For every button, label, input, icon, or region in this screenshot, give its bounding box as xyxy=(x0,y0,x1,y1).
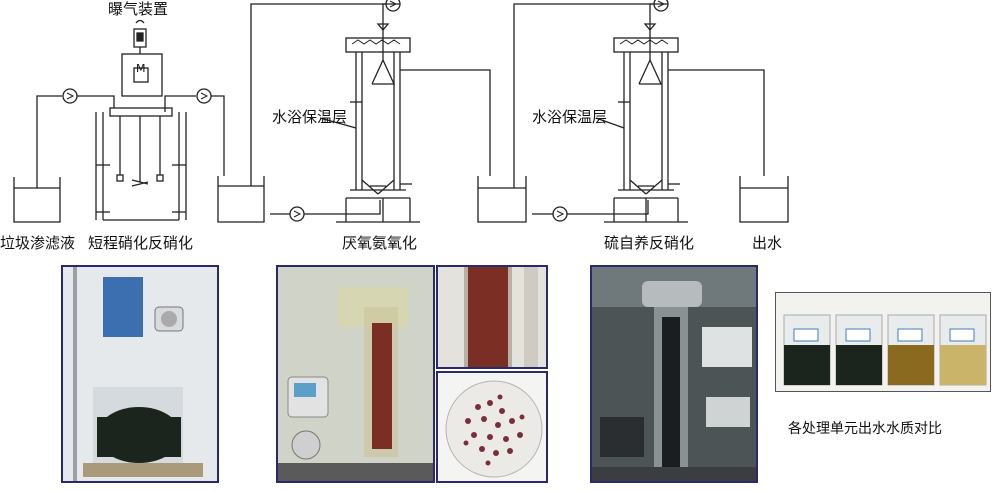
sulfur-label: 硫自养反硝化 xyxy=(604,232,694,253)
effluent-label: 出水 xyxy=(752,232,782,253)
water-bath-label-1: 水浴保温层 xyxy=(272,106,347,127)
motor-label: M xyxy=(136,62,146,75)
leachate-label: 垃圾渗滤液 xyxy=(0,232,75,253)
anammox-label: 厌氧氨氧化 xyxy=(342,232,417,253)
photo-anammox-column xyxy=(436,265,548,369)
effluent-tank xyxy=(740,176,788,222)
leachate-tank xyxy=(14,89,114,222)
nitrification-label: 短程硝化反硝化 xyxy=(88,232,193,253)
nitrification-reactor xyxy=(96,89,224,220)
photo-nitrification-reactor xyxy=(61,265,219,483)
aeration-label: 曝气装置 xyxy=(108,0,168,19)
photo-anammox-granules xyxy=(436,371,548,483)
photo-anammox-reactor xyxy=(276,265,435,483)
aeration-device xyxy=(122,21,162,97)
comparison-caption: 各处理单元出水水质对比 xyxy=(788,418,942,438)
photo-sulfur-reactor xyxy=(590,265,758,483)
water-bath-label-2: 水浴保温层 xyxy=(532,106,607,127)
sulfur-reactor xyxy=(596,22,764,222)
photo-effluent-comparison xyxy=(775,292,991,392)
